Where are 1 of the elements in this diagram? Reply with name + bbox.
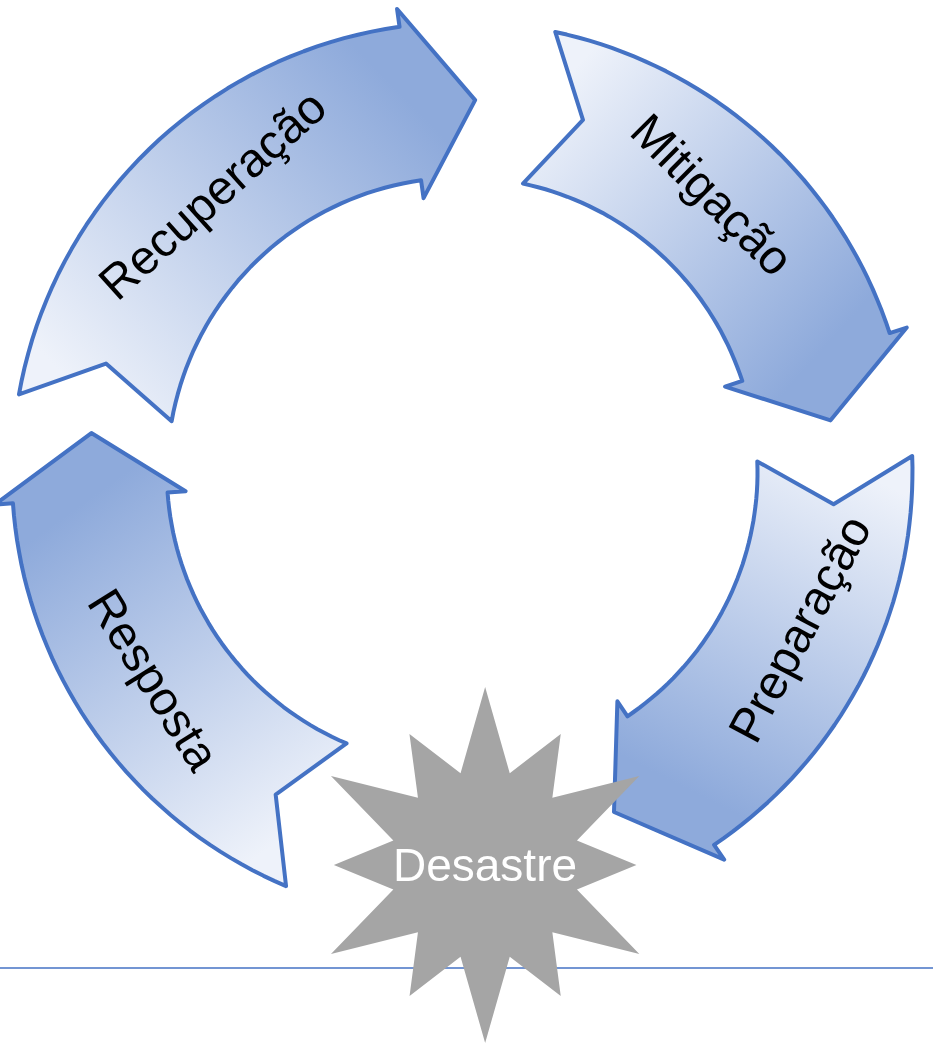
event-label: Desastre bbox=[393, 842, 578, 888]
